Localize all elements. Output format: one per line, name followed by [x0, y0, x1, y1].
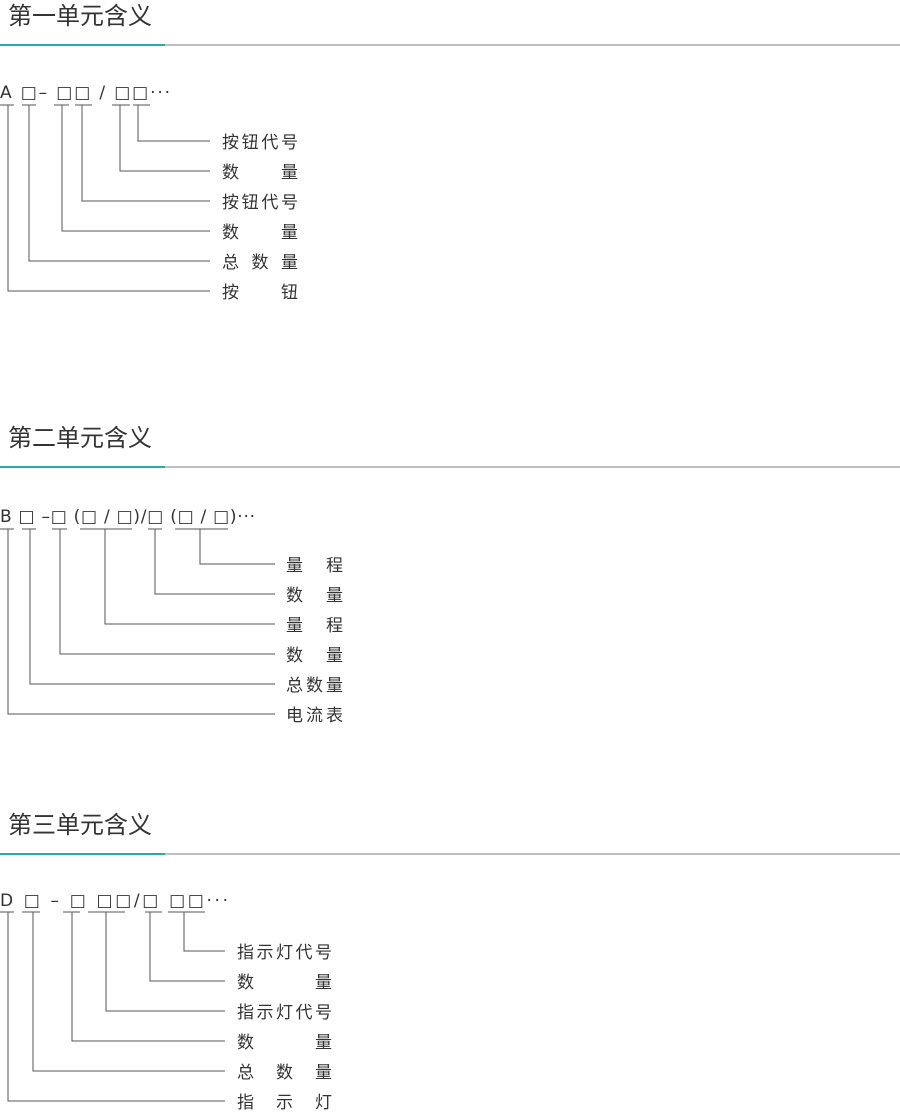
section-title: 第三单元含义: [8, 811, 152, 839]
segment-label: 总数量: [222, 253, 298, 273]
leader-line: [29, 529, 275, 685]
segment-label: 数量: [286, 646, 343, 666]
section-title: 第二单元含义: [8, 424, 152, 452]
leader-line: [59, 529, 275, 655]
leader-line: [71, 912, 225, 1042]
segment-label: 数量: [222, 223, 298, 243]
segment-label: 总数量: [237, 1063, 332, 1083]
leader-line: [7, 105, 210, 292]
segment-label: 指示灯代号: [237, 1003, 332, 1023]
leader-line: [183, 912, 225, 952]
leader-line: [81, 105, 210, 202]
leader-line: [61, 105, 210, 232]
segment-label: 量程: [286, 616, 343, 636]
segment-label: 按钮代号: [222, 133, 298, 153]
leader-line: [119, 105, 210, 172]
leader-line: [104, 529, 275, 625]
section-title: 第一单元含义: [8, 2, 152, 30]
leader-line: [7, 529, 275, 715]
segment-label: 指示灯: [237, 1093, 332, 1112]
leader-line: [149, 912, 225, 982]
segment-label: 数量: [237, 1033, 332, 1053]
leader-line: [32, 912, 225, 1072]
segment-label: 量程: [286, 556, 343, 576]
leader-line: [199, 529, 275, 565]
leader-line: [154, 529, 275, 595]
segment-label: 电流表: [286, 706, 343, 726]
model-code: A □– □□ / □□···: [0, 83, 170, 103]
segment-label: 数量: [222, 163, 298, 183]
model-code: B □ –□ (□ / □)/□ (□ / □)···: [0, 507, 255, 527]
model-code: D □ – □ □□/□ □□···: [0, 891, 228, 911]
segment-label: 数量: [237, 973, 332, 993]
segment-label: 数量: [286, 586, 343, 606]
leader-line: [137, 105, 210, 142]
leader-line: [28, 105, 210, 262]
leader-line: [7, 912, 225, 1102]
segment-label: 总数量: [286, 676, 343, 696]
segment-label: 指示灯代号: [237, 943, 332, 963]
segment-label: 按钮代号: [222, 193, 298, 213]
segment-label: 按钮: [222, 283, 298, 303]
leader-line: [105, 912, 225, 1012]
